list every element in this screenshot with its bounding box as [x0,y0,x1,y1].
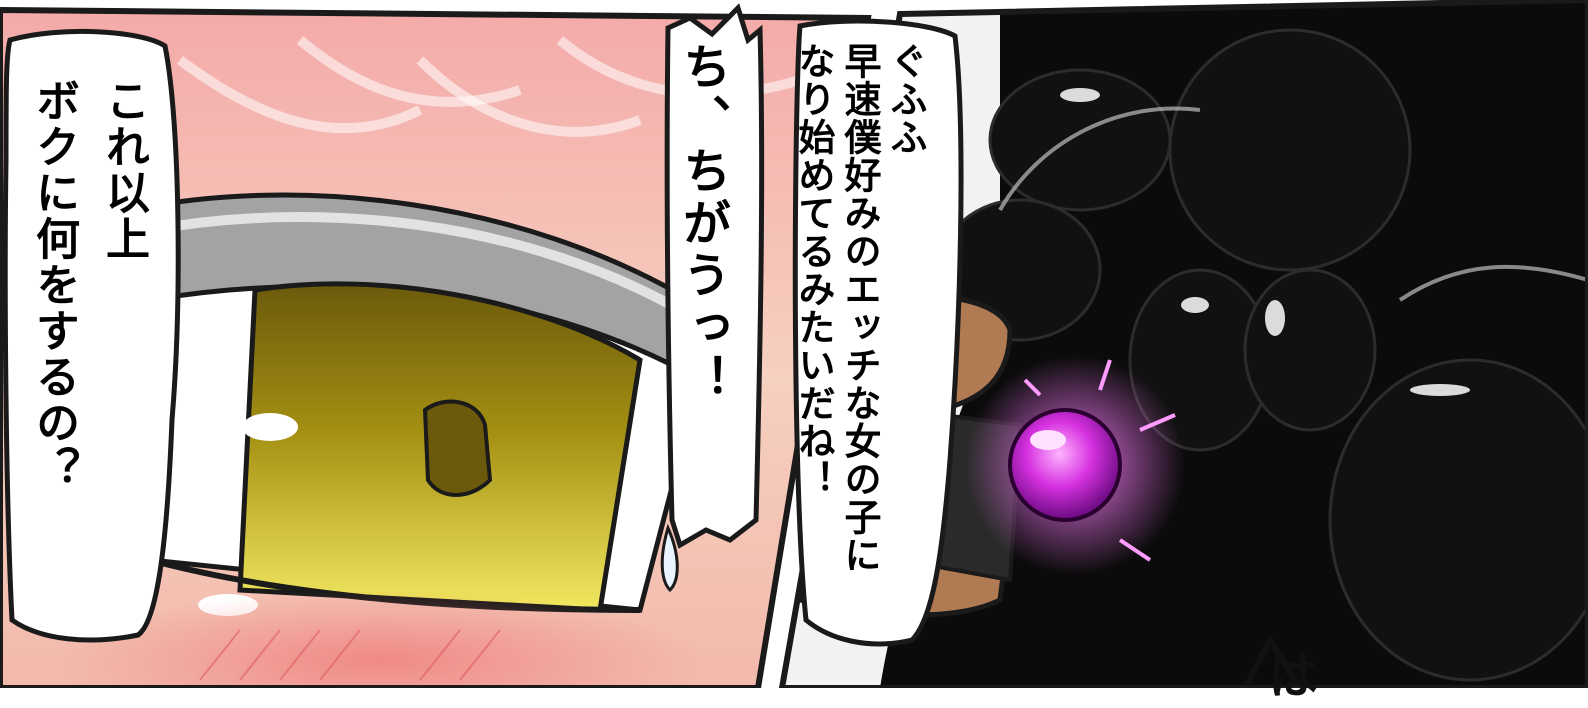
bubble-line: ち、ちがうっ！ [674,42,730,406]
slime-blobs [938,28,1588,682]
eye-highlight [242,413,298,441]
cheek-blush [60,590,700,688]
speech-bubble-middle-text: ち、ちがうっ！ [672,42,732,406]
bubble-line: なり始めてるみたいだね！ [792,42,835,498]
bubble-line: ボクに何をするの？ [28,78,79,492]
speech-bubble-middle [664,3,765,549]
eye-pupil [422,399,493,497]
sweat-drop [660,523,679,593]
speech-bubble-right-text: ぐふふ 早速僕好みのエッチな女の子に なり始めてるみたいだね！ [790,42,928,574]
bubble-line: 早速僕好みのエッチな女の子に [838,42,881,574]
sound-effect-text: は [1268,647,1318,705]
speech-bubble-left [2,28,181,643]
orb-sparks [1023,359,1176,562]
speech-bubble-right [792,18,964,647]
bubble-line: ぐふふ [884,42,927,156]
blush-lines [199,629,501,681]
speech-bubble-left-text: これ以上 ボクに何をするの？ [18,78,158,492]
manga-artwork [0,0,1588,691]
magenta-orb [1008,408,1122,522]
bubble-line: これ以上 [98,78,149,262]
